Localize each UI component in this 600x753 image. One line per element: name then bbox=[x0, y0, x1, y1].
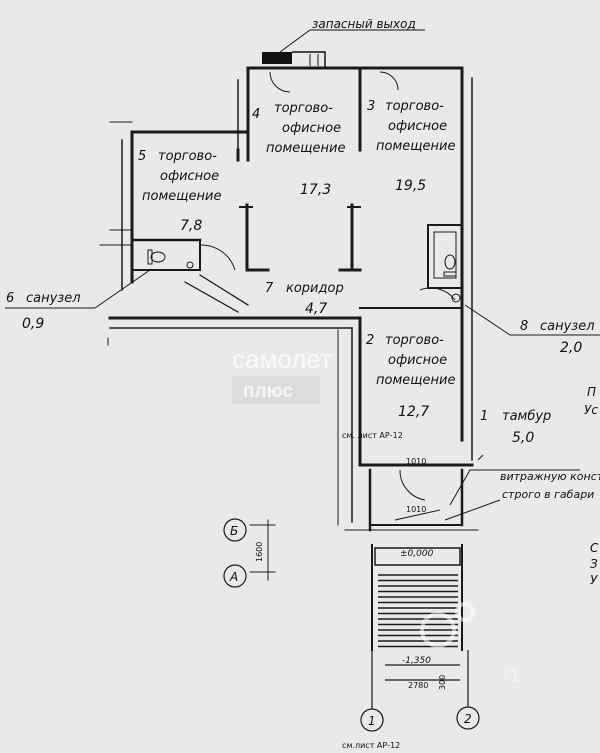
watermark-plus-text: плюс bbox=[243, 381, 294, 402]
sheet-ref-1: см. лист АР-12 bbox=[342, 431, 403, 440]
room-3-name-line1: торгово- bbox=[385, 99, 444, 114]
dim-door-2: 1010 bbox=[406, 505, 426, 514]
room-2-name-line2: офисное bbox=[388, 353, 447, 368]
room-5-name-line3: помещение bbox=[142, 189, 221, 204]
room-3-name-line3: помещение bbox=[376, 139, 455, 154]
axis-markers bbox=[223, 518, 480, 732]
room-4-name-line1: торгово- bbox=[274, 101, 333, 116]
room-7-name: коридор bbox=[286, 281, 344, 296]
vitrage-note-line1: витражную конст bbox=[500, 470, 600, 483]
room-6-number: 6 bbox=[6, 291, 14, 306]
watermark-samolet: самолет плюс bbox=[232, 344, 332, 404]
level-ground: -1,350 bbox=[402, 656, 431, 666]
watermark-avito: 71 bbox=[420, 602, 520, 686]
room-5-name-line2: офисное bbox=[160, 169, 219, 184]
door-swings bbox=[199, 71, 456, 521]
room-2-name-line3: помещение bbox=[376, 373, 455, 388]
room-3-name-line2: офисное bbox=[388, 119, 447, 134]
room-2-number: 2 bbox=[366, 333, 374, 348]
room-1-name: тамбур bbox=[502, 409, 551, 424]
room-6-name: санузел bbox=[26, 291, 81, 306]
axis-letter-a: А bbox=[229, 570, 238, 584]
edge-fragment-3: С bbox=[590, 541, 599, 555]
level-zero: ±0,000 bbox=[400, 549, 434, 559]
emergency-exit-label: запасный выход bbox=[312, 17, 416, 31]
room-3-number: 3 bbox=[367, 99, 375, 114]
emergency-exit-marker bbox=[262, 52, 292, 64]
axis-number-2: 2 bbox=[464, 712, 472, 726]
axis-letter-b: Б bbox=[230, 524, 238, 538]
sheet-ref-2: см.лист АР-12 bbox=[342, 741, 400, 750]
entrance-stairs bbox=[378, 574, 458, 648]
room-4-name-line3: помещение bbox=[266, 141, 345, 156]
watermark-samolet-text: самолет bbox=[232, 344, 332, 374]
room-8-number: 8 bbox=[520, 319, 528, 334]
room-4-area: 17,3 bbox=[300, 182, 331, 198]
room-1-number: 1 bbox=[480, 409, 488, 424]
dim-stair-height: 300 bbox=[438, 675, 447, 690]
room-5-number: 5 bbox=[138, 149, 146, 164]
vitrage-note-line2: строго в габари bbox=[502, 488, 594, 501]
room-2-name-line1: торгово- bbox=[385, 333, 444, 348]
dim-width-total: 2780 bbox=[408, 681, 428, 690]
room-2-area: 12,7 bbox=[398, 404, 429, 420]
edge-fragment-5: У bbox=[590, 573, 598, 587]
room-8-area: 2,0 bbox=[560, 340, 582, 356]
room-7-number: 7 bbox=[265, 281, 274, 296]
edge-fragment-2: Ус bbox=[584, 403, 598, 417]
edge-fragment-4: З bbox=[590, 557, 598, 571]
room-4-name-line2: офисное bbox=[282, 121, 341, 136]
dim-door-1: 1010 bbox=[406, 457, 426, 466]
room-5-area: 7,8 bbox=[180, 218, 202, 234]
dim-span-ab: 1600 bbox=[255, 542, 264, 562]
edge-fragment-1: П bbox=[587, 385, 596, 399]
room-8-name: санузел bbox=[540, 319, 595, 334]
room-3-area: 19,5 bbox=[395, 178, 426, 194]
room-6-area: 0,9 bbox=[22, 316, 44, 332]
leader-lines bbox=[5, 269, 600, 521]
room-7-area: 4,7 bbox=[305, 301, 327, 317]
room-5-name-line1: торгово- bbox=[158, 149, 217, 164]
walls bbox=[99, 66, 479, 651]
watermark-partial-text: 71 bbox=[500, 666, 520, 686]
room-4-number: 4 bbox=[252, 107, 260, 122]
axis-number-1: 1 bbox=[368, 714, 376, 728]
wc-fixtures bbox=[147, 249, 461, 303]
room-1-area: 5,0 bbox=[512, 430, 534, 446]
exit-leader-line bbox=[279, 29, 311, 53]
